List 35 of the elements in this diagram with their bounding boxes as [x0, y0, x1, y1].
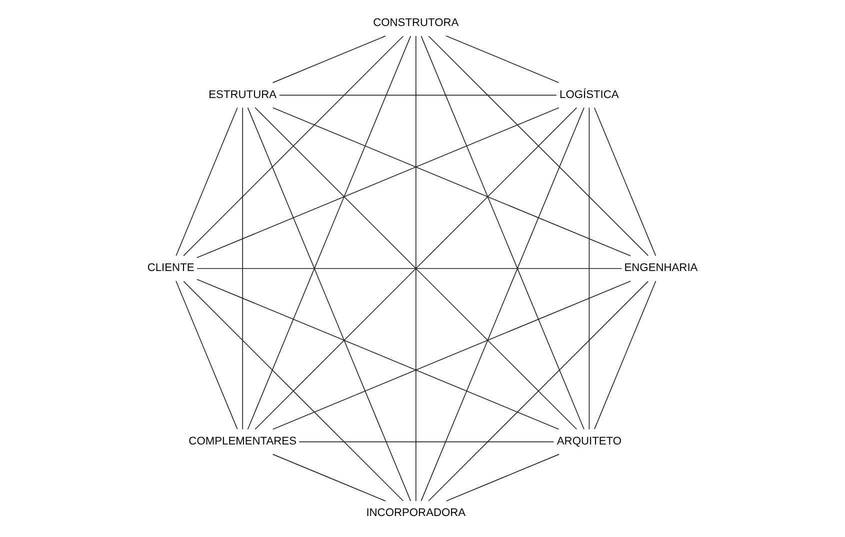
connector — [247, 36, 412, 430]
node-text: ARQUITETO — [556, 435, 622, 448]
connector — [196, 268, 622, 269]
node-text: ESTRUTURA — [208, 88, 277, 101]
connector — [298, 441, 554, 442]
connector — [247, 107, 412, 502]
connector — [272, 36, 386, 84]
connector — [594, 280, 656, 430]
connector — [272, 107, 631, 256]
connector — [183, 36, 404, 256]
connector — [196, 278, 560, 430]
connector — [278, 94, 557, 96]
node-text: COMPLEMENTARES — [188, 435, 297, 448]
node-text: LOGÍSTICA — [560, 88, 619, 101]
node-text: INCORPORADORA — [366, 507, 466, 520]
connector — [272, 454, 386, 502]
connector — [420, 36, 584, 430]
connector — [196, 107, 560, 258]
node-text: ENGENHARIA — [624, 262, 698, 274]
connector — [242, 107, 244, 430]
connector — [446, 454, 560, 502]
connector — [183, 280, 404, 502]
connector — [176, 107, 238, 256]
node-text: CLIENTE — [147, 262, 194, 274]
connector — [420, 107, 584, 502]
node-text: CONSTRUTORA — [373, 17, 459, 30]
connector — [588, 107, 590, 430]
connector — [594, 107, 656, 256]
connector — [254, 107, 578, 430]
connector — [415, 36, 416, 502]
connector — [446, 36, 560, 84]
connector — [272, 280, 631, 430]
connector — [428, 280, 649, 502]
connector — [428, 36, 649, 256]
connector — [176, 280, 238, 430]
